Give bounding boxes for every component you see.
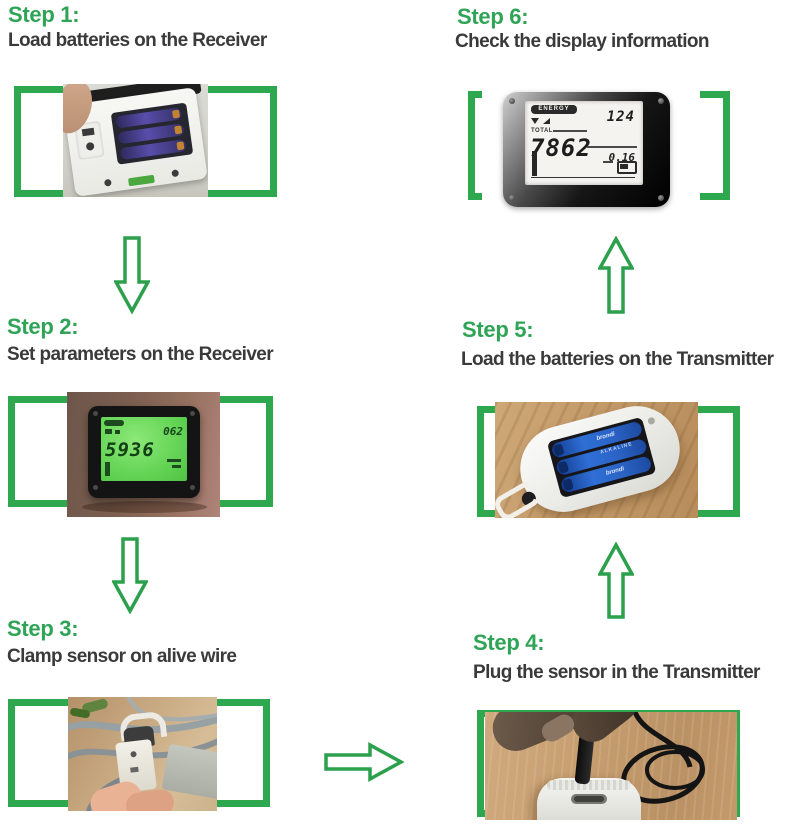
photo-clamp-sensor bbox=[68, 697, 217, 811]
photo-transmitter-batteries: brondi ALKALINE brondi bbox=[495, 402, 698, 518]
lcd-segment bbox=[172, 465, 181, 468]
photo-plug-sensor bbox=[485, 712, 737, 820]
screw bbox=[658, 195, 664, 201]
lcd-segment bbox=[603, 161, 613, 163]
step-2-label: Step 2: bbox=[7, 314, 79, 339]
display-device: ENERGY 124 TOTAL 7862 0.16 bbox=[503, 92, 670, 207]
screw bbox=[509, 98, 515, 104]
arrow-up-icon bbox=[598, 236, 634, 315]
lcd-main-reading: 5936 bbox=[105, 439, 155, 461]
lcd-icon bbox=[115, 430, 120, 434]
lcd-total-label: TOTAL bbox=[531, 128, 553, 134]
clamp-detail bbox=[130, 766, 139, 773]
button-dot bbox=[85, 141, 95, 151]
arrow-up-icon bbox=[598, 542, 634, 620]
arrow-down-icon bbox=[114, 236, 150, 314]
step-4-label: Step 4: bbox=[473, 630, 545, 655]
lcd-icon bbox=[105, 429, 112, 434]
screw bbox=[658, 98, 664, 104]
antenna-icon bbox=[531, 118, 539, 124]
lcd-divider bbox=[553, 130, 587, 132]
arrow-right-icon bbox=[324, 741, 404, 783]
photo-receiver-lcd: 062 5936 bbox=[67, 392, 220, 517]
switch bbox=[81, 127, 95, 137]
step-1-title: Load batteries on the Receiver bbox=[8, 30, 267, 51]
screw bbox=[190, 411, 195, 416]
battery-brand: brondi bbox=[595, 431, 616, 443]
screw bbox=[171, 169, 180, 178]
lcd-bar-chart bbox=[532, 150, 606, 176]
step-5-label: Step 5: bbox=[462, 317, 534, 342]
screw bbox=[93, 411, 98, 416]
photo-receiver-batteries bbox=[63, 84, 208, 197]
step-2-title: Set parameters on the Receiver bbox=[7, 344, 274, 365]
shadow bbox=[82, 501, 207, 513]
green-label bbox=[127, 174, 155, 187]
battery-icon bbox=[617, 161, 637, 174]
battery-compartment: brondi ALKALINE brondi bbox=[546, 416, 657, 499]
clamp-detail bbox=[130, 750, 137, 758]
step-4-title: Plug the sensor in the Transmitter bbox=[473, 662, 760, 683]
lcd-main-reading: 7862 bbox=[530, 134, 592, 162]
receiver-front: 062 5936 bbox=[88, 406, 200, 498]
lcd-segment bbox=[167, 459, 181, 462]
lcd-divider bbox=[587, 146, 637, 148]
lcd-brand-logo: ENERGY bbox=[531, 105, 577, 114]
lcd-logo bbox=[104, 420, 124, 426]
screw bbox=[509, 195, 515, 201]
screw bbox=[93, 485, 98, 490]
lcd-secondary-reading: 0.16 bbox=[608, 151, 636, 164]
led-hole bbox=[647, 416, 656, 426]
lcd-axis-line bbox=[531, 177, 635, 178]
battery-compartment bbox=[110, 102, 194, 165]
lcd-screen-green: 062 5936 bbox=[101, 417, 187, 481]
transmitter-slot bbox=[571, 794, 607, 804]
lcd-screen: ENERGY 124 TOTAL 7862 0.16 bbox=[525, 101, 643, 185]
battery-brand: brondi bbox=[605, 466, 625, 477]
step-3-label: Step 3: bbox=[7, 616, 79, 641]
photo-display-device: ENERGY 124 TOTAL 7862 0.16 bbox=[482, 84, 700, 215]
step-5-title: Load the batteries on the Transmitter bbox=[461, 349, 774, 370]
lcd-bar-chart bbox=[105, 458, 157, 476]
signal-icon bbox=[543, 118, 550, 124]
step-1-label: Step 1: bbox=[8, 2, 80, 27]
step-6-label: Step 6: bbox=[457, 4, 529, 29]
transmitter-top-texture bbox=[547, 780, 631, 790]
screw bbox=[103, 178, 112, 187]
transmitter-body bbox=[537, 778, 641, 820]
step-6-title: Check the display information bbox=[455, 31, 710, 52]
arrow-down-icon bbox=[112, 537, 148, 614]
lcd-power-reading: 124 bbox=[606, 109, 635, 125]
step-3-title: Clamp sensor on alive wire bbox=[7, 646, 237, 667]
lcd-top-reading: 062 bbox=[163, 425, 183, 438]
screw bbox=[190, 485, 195, 490]
